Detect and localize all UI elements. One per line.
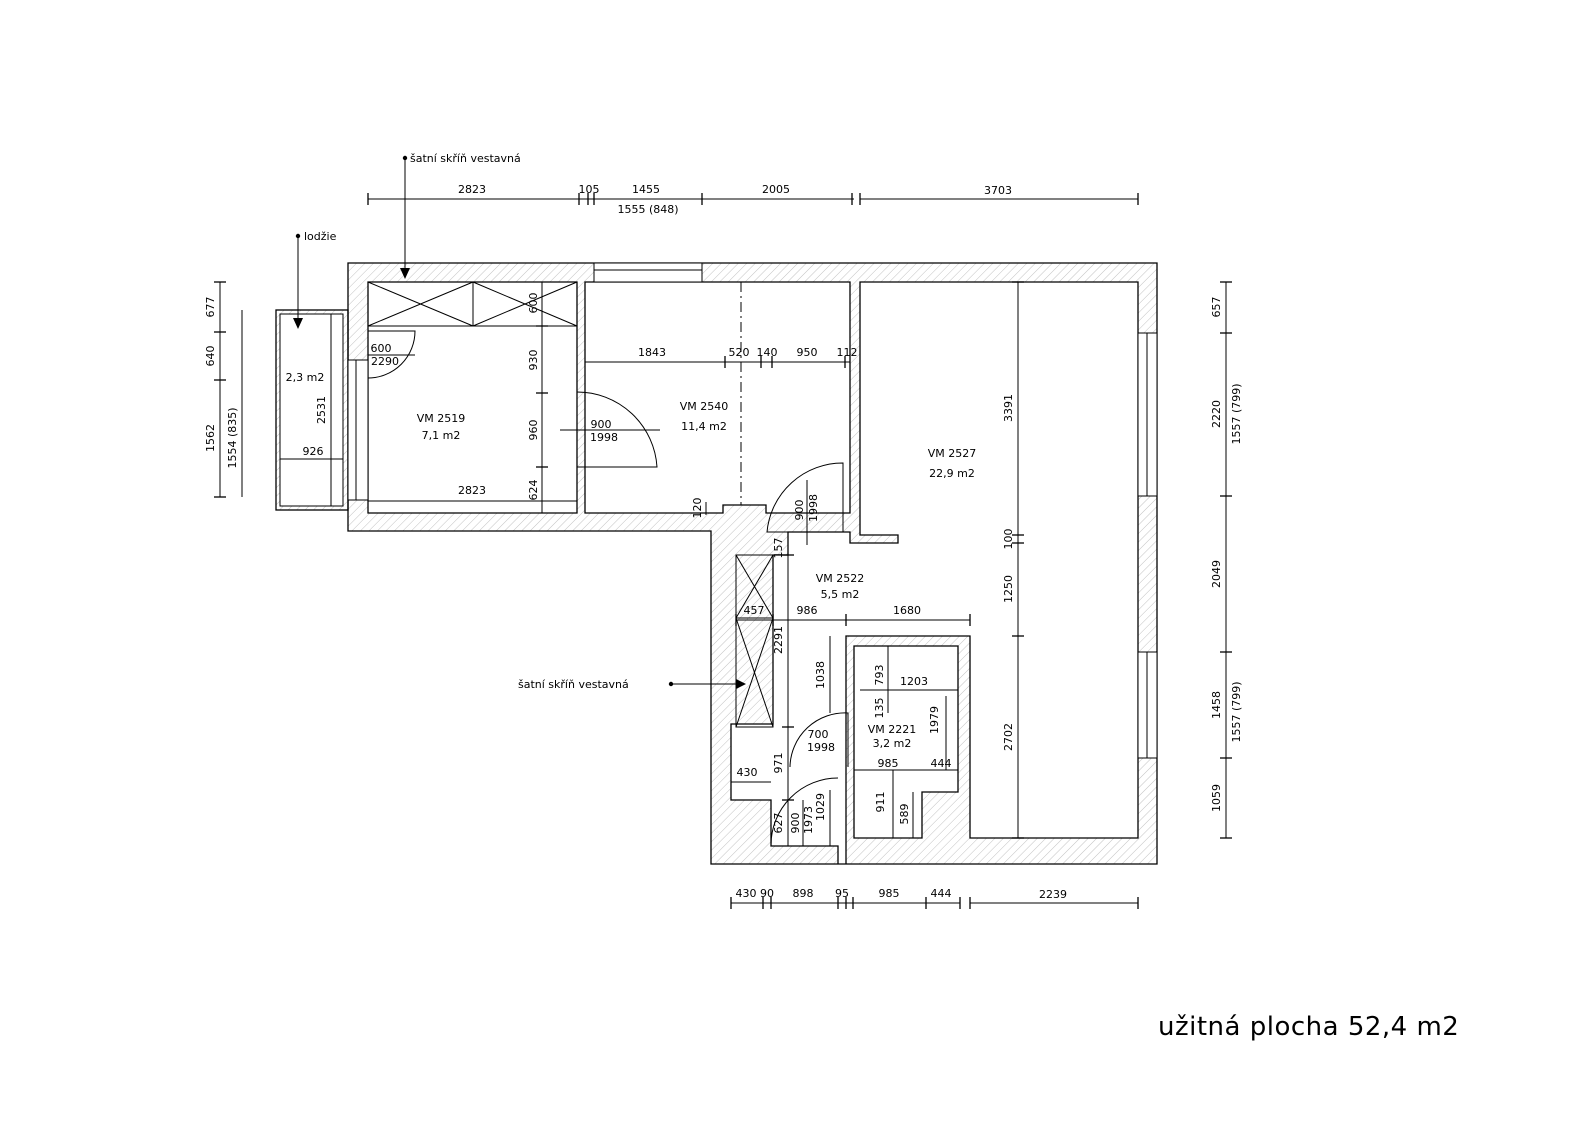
doors <box>367 282 849 846</box>
dim-900c: 900 <box>789 813 802 834</box>
dim-bottom-1: 430 <box>736 887 757 900</box>
dim-960: 960 <box>527 420 540 441</box>
dim-bottom-7: 2239 <box>1039 888 1067 901</box>
walls <box>275 262 1158 865</box>
dim-135: 135 <box>873 698 886 719</box>
label-wardrobe-top: šatní skříň vestavná <box>410 152 521 165</box>
dim-right-3: 1557 (799) <box>1230 383 1243 444</box>
dim-left-4: 1554 (835) <box>226 407 239 468</box>
dim-926: 926 <box>303 445 324 458</box>
dim-1029: 1029 <box>814 793 827 821</box>
room-2519-name: VM 2519 <box>417 412 466 425</box>
room-2527-name: VM 2527 <box>928 447 977 460</box>
dim-top-4: 2005 <box>762 183 790 196</box>
room-2221-name: VM 2221 <box>868 723 917 736</box>
dim-2290: 2290 <box>371 355 399 368</box>
dim-top-6: 1555 (848) <box>617 203 678 216</box>
dim-589: 589 <box>898 804 911 825</box>
dim-1998b: 1998 <box>807 494 820 522</box>
dim-left-3: 1562 <box>204 424 217 452</box>
dim-bottom-6: 444 <box>931 887 952 900</box>
dim-2531: 2531 <box>315 396 328 424</box>
dim-right-5: 1458 <box>1210 691 1223 719</box>
dim-986: 986 <box>797 604 818 617</box>
dim-140: 140 <box>757 346 778 359</box>
dim-520: 520 <box>729 346 750 359</box>
room-2522-name: VM 2522 <box>816 572 865 585</box>
window-top <box>593 262 703 283</box>
outer-wall <box>347 262 1158 865</box>
dim-top-2: 105 <box>579 183 600 196</box>
dim-right-1: 657 <box>1210 297 1223 318</box>
callouts <box>293 155 746 689</box>
dim-1973: 1973 <box>802 806 815 834</box>
dim-3391: 3391 <box>1002 394 1015 422</box>
dim-bottom-5: 985 <box>879 887 900 900</box>
dim-700: 700 <box>808 728 829 741</box>
dim-120: 120 <box>691 498 704 519</box>
dim-900a: 900 <box>591 418 612 431</box>
dim-left-1: 677 <box>204 297 217 318</box>
label-wardrobe-mid: šatní skříň vestavná <box>518 678 629 691</box>
label-loggia: lodžie <box>304 230 337 243</box>
windows <box>347 262 1158 759</box>
dim-bottom-2: 90 <box>760 887 774 900</box>
dim-100: 100 <box>1002 529 1015 550</box>
dim-624: 624 <box>527 480 540 501</box>
dim-top-1: 2823 <box>458 183 486 196</box>
room-2221-area: 3,2 m2 <box>873 737 912 750</box>
window-loggia <box>347 359 369 501</box>
dim-950: 950 <box>797 346 818 359</box>
dim-1843: 1843 <box>638 346 666 359</box>
dim-157: 157 <box>772 538 785 559</box>
loggia-area: 2,3 m2 <box>286 371 325 384</box>
dim-left-2: 640 <box>204 346 217 367</box>
room-2519-area: 7,1 m2 <box>422 429 461 442</box>
dim-bottom-4: 95 <box>835 887 849 900</box>
room-2522-area: 5,5 m2 <box>821 588 860 601</box>
dim-930: 930 <box>527 350 540 371</box>
wardrobe-mid <box>735 554 774 728</box>
dim-2702: 2702 <box>1002 723 1015 751</box>
wardrobe-top <box>367 281 578 327</box>
dim-911: 911 <box>874 792 887 813</box>
dim-900b: 900 <box>793 500 806 521</box>
dim-right-6: 1557 (799) <box>1230 681 1243 742</box>
dim-top-3: 1455 <box>632 183 660 196</box>
dim-457: 457 <box>744 604 765 617</box>
dim-right-4: 2049 <box>1210 560 1223 588</box>
dim-1979: 1979 <box>928 706 941 734</box>
dim-1680: 1680 <box>893 604 921 617</box>
dim-1203: 1203 <box>900 675 928 688</box>
dim-627: 627 <box>772 813 785 834</box>
dim-112: 112 <box>837 346 858 359</box>
dim-430: 430 <box>737 766 758 779</box>
dim-1038: 1038 <box>814 661 827 689</box>
dim-444: 444 <box>931 757 952 770</box>
dim-1998c: 1998 <box>807 741 835 754</box>
room-2540-name: VM 2540 <box>680 400 729 413</box>
dim-top-5: 3703 <box>984 184 1012 197</box>
dim-2291: 2291 <box>772 626 785 654</box>
dimension-lines <box>214 193 1232 909</box>
dim-793: 793 <box>873 665 886 686</box>
dim-right-2: 2220 <box>1210 400 1223 428</box>
dim-bottom-3: 898 <box>793 887 814 900</box>
total-area-label: užitná plocha 52,4 m2 <box>1158 1012 1460 1042</box>
room-2527-area: 22,9 m2 <box>929 467 975 480</box>
dim-2823: 2823 <box>458 484 486 497</box>
dim-1250: 1250 <box>1002 575 1015 603</box>
dim-985: 985 <box>878 757 899 770</box>
dim-600: 600 <box>371 342 392 355</box>
room-2540-area: 11,4 m2 <box>681 420 727 433</box>
dim-971: 971 <box>772 753 785 774</box>
dim-1998a: 1998 <box>590 431 618 444</box>
dim-600b: 600 <box>527 293 540 314</box>
dim-right-7: 1059 <box>1210 784 1223 812</box>
